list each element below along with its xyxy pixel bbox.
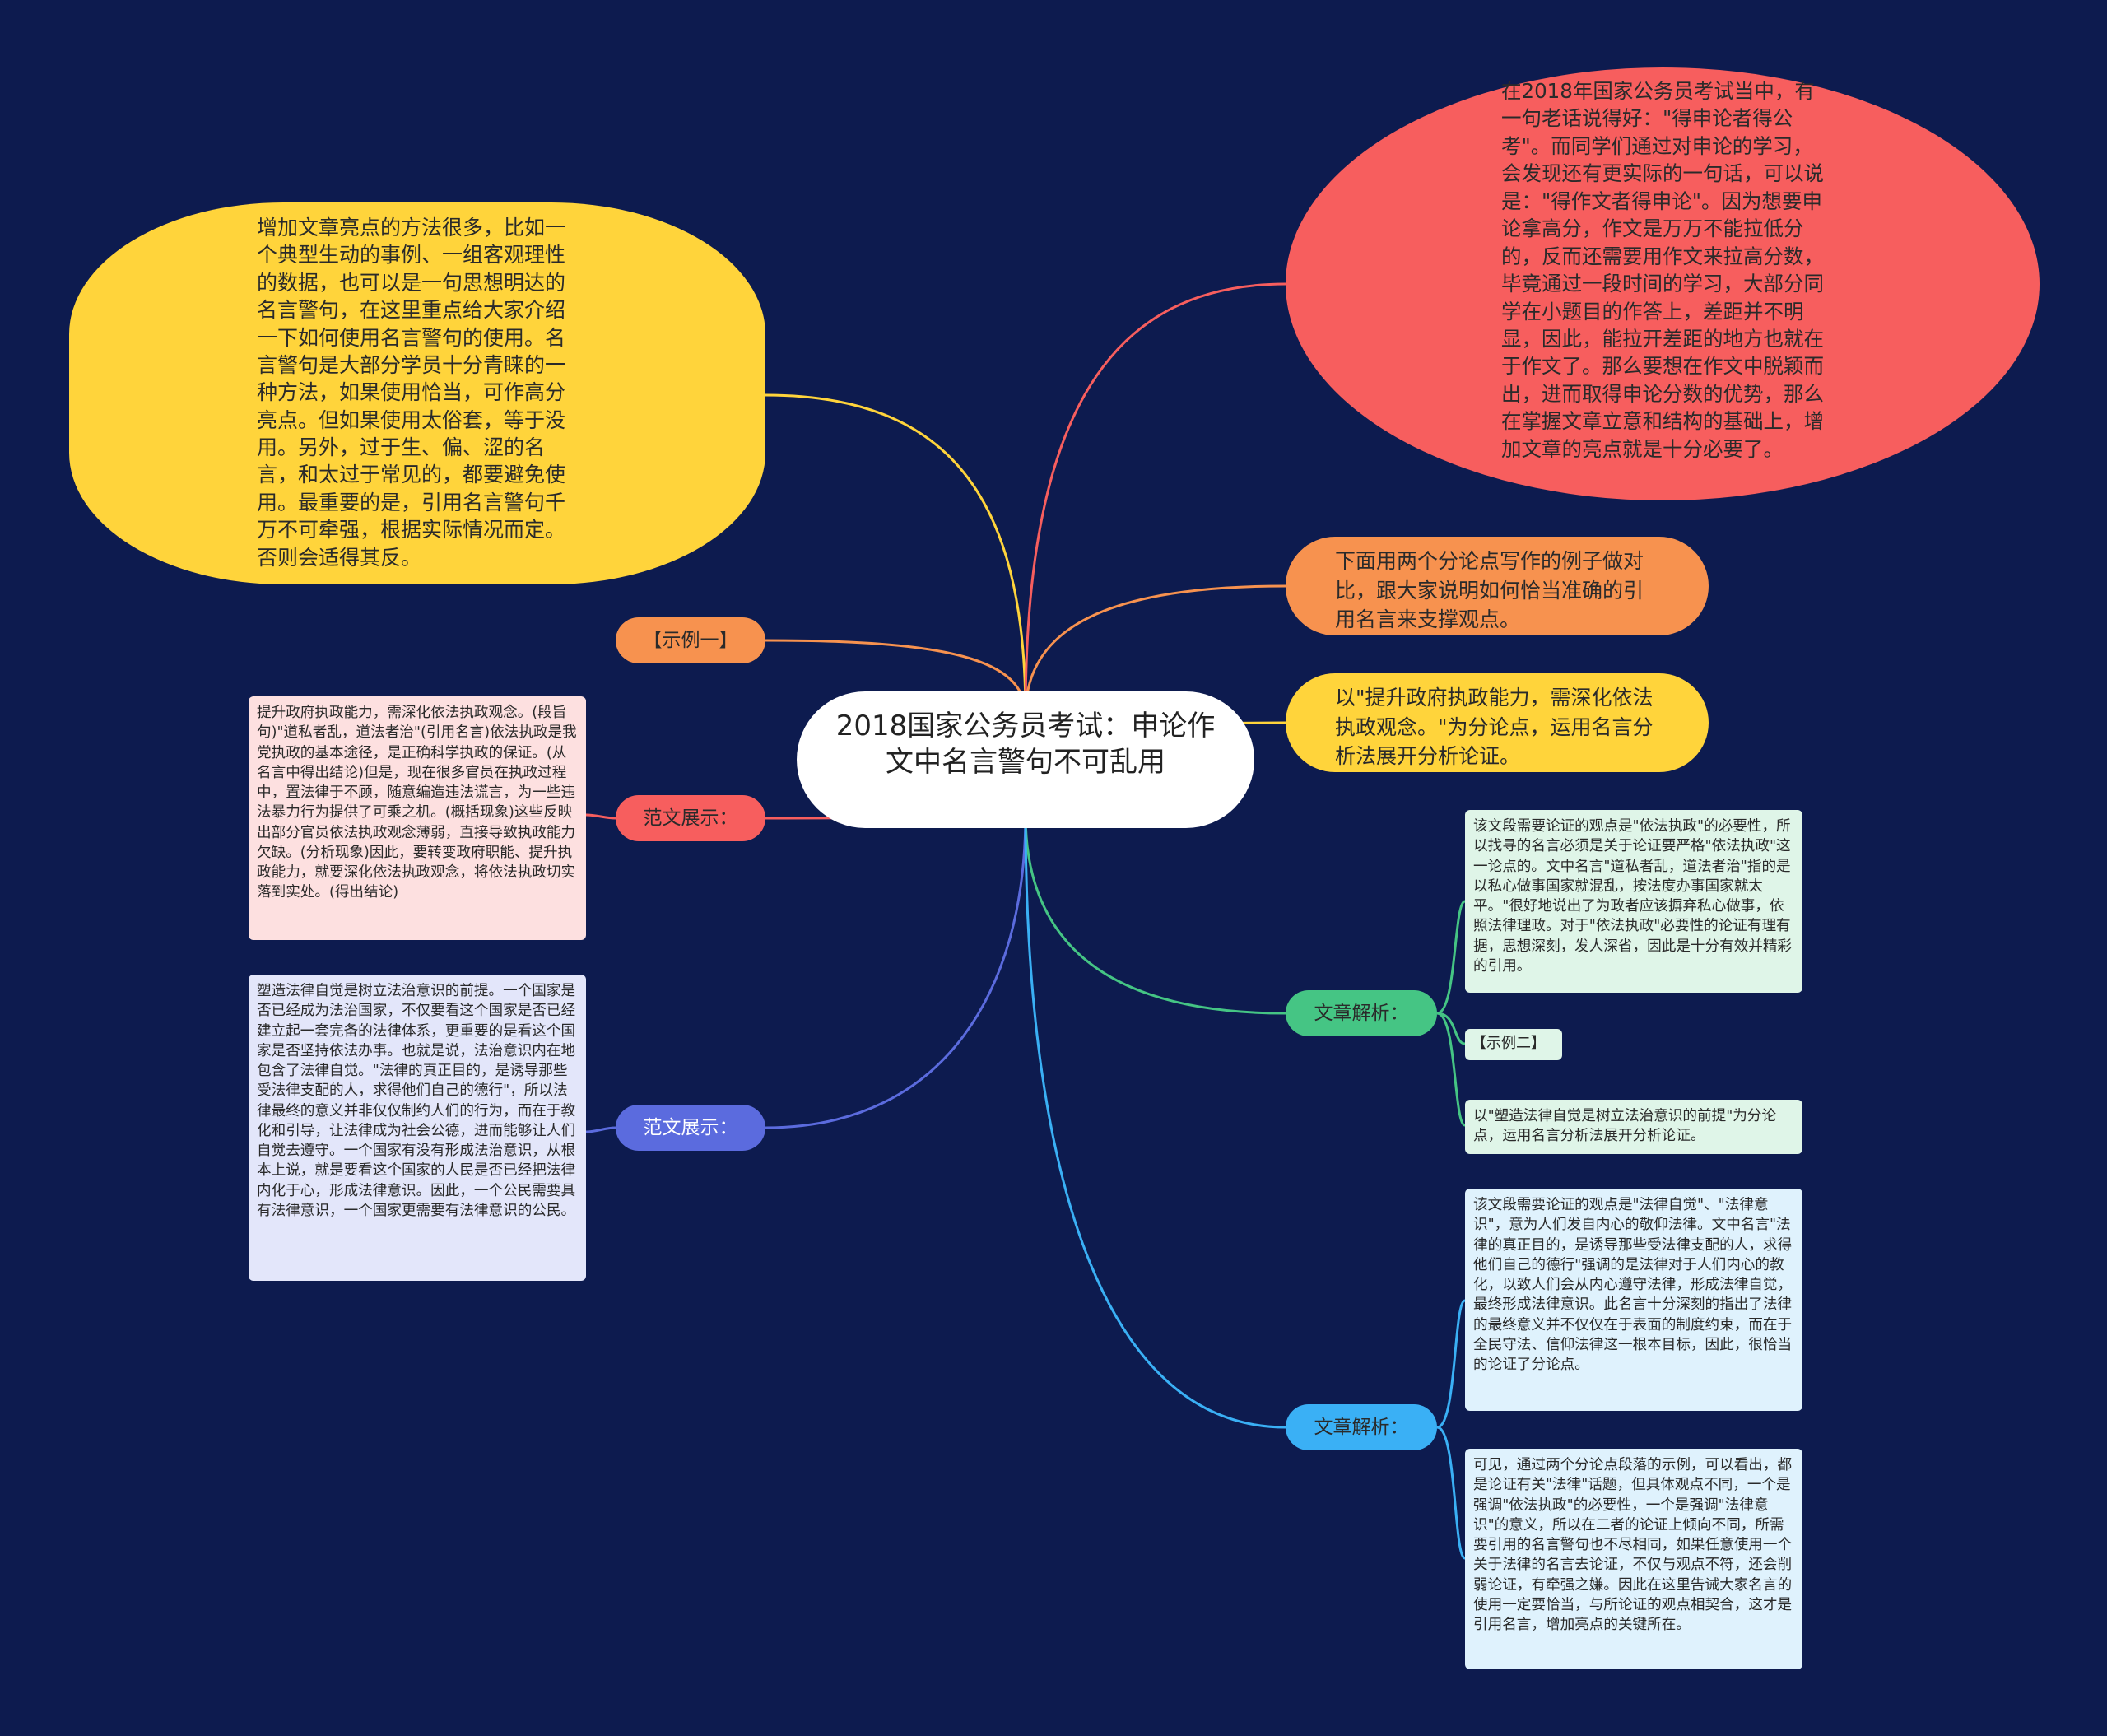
analysis-one-card[interactable]: 该文段需要论证的观点是"依法执政"的必要性，所以找寻的名言必须是关于论证要严格"… xyxy=(1465,810,1802,993)
edge-orange-pill xyxy=(1024,584,1286,715)
edge-right-intro xyxy=(1024,282,1286,715)
edge-left-intro xyxy=(765,393,1027,715)
right-intro-blob[interactable]: 在2018年国家公务员考试当中，有一句老话说得好："得申论者得公考"。而同学们通… xyxy=(1286,67,2040,500)
example-two-card[interactable]: 以"塑造法律自觉是树立法治意识的前提"为分论点，运用名言分析法展开分析论证。 xyxy=(1465,1100,1802,1154)
subpoint-one-pill[interactable]: 以"提升政府执政能力，需深化依法执政观念。"为分论点，运用名言分析法展开分析论证… xyxy=(1286,673,1709,772)
analysis-two-card-a[interactable]: 该文段需要论证的观点是"法律自觉"、"法律意识"，意为人们发自内心的敬仰法律。文… xyxy=(1465,1189,1802,1411)
sample-one-card[interactable]: 提升政府执政能力，需深化依法执政观念。(段旨句)"道私者乱，道法者治"(引用名言… xyxy=(249,696,586,940)
sample-two-tag[interactable]: 范文展示： xyxy=(616,1105,765,1151)
example-one-tag[interactable]: 【示例一】 xyxy=(616,617,765,663)
analysis-two-tag[interactable]: 文章解析： xyxy=(1286,1404,1437,1450)
analysis-two-card-b[interactable]: 可见，通过两个分论点段落的示例，可以看出，都是论证有关"法律"话题，但具体观点不… xyxy=(1465,1449,1802,1669)
edge-analysis-two-card-a xyxy=(1436,1299,1467,1429)
comparison-intro-pill[interactable]: 下面用两个分论点写作的例子做对比，跟大家说明如何恰当准确的引用名言来支撑观点。 xyxy=(1286,537,1709,635)
edge-sample-one-card xyxy=(585,813,616,820)
analysis-one-tag[interactable]: 文章解析： xyxy=(1286,990,1437,1036)
right-intro-text: 在2018年国家公务员考试当中，有一句老话说得好："得申论者得公考"。而同学们通… xyxy=(1501,79,1824,461)
edge-analysis-two xyxy=(1024,814,1286,1429)
central-topic[interactable]: 2018国家公务员考试：申论作文中名言警句不可乱用 xyxy=(797,691,1254,828)
edge-analysis-one-card xyxy=(1436,900,1466,1015)
edge-sample-two xyxy=(765,814,1027,1129)
edge-analysis-one xyxy=(1024,814,1286,1015)
sample-one-tag[interactable]: 范文展示： xyxy=(616,795,765,841)
left-intro-text: 增加文章亮点的方法很多，比如一个典型生动的事例、一组客观理性的数据，也可以是一句… xyxy=(257,216,566,570)
edge-analysis-two-card-b xyxy=(1436,1426,1467,1560)
sample-two-card[interactable]: 塑造法律自觉是树立法治意识的前提。一个国家是否已经成为法治国家，不仅要看这个国家… xyxy=(249,975,586,1281)
edge-example-two-card xyxy=(1436,1012,1466,1127)
example-two-tag[interactable]: 【示例二】 xyxy=(1465,1029,1562,1060)
edge-sample-two-card xyxy=(585,1126,616,1133)
left-intro-blob[interactable]: 增加文章亮点的方法很多，比如一个典型生动的事例、一组客观理性的数据，也可以是一句… xyxy=(69,202,765,584)
edge-example-two-tag xyxy=(1436,1012,1466,1045)
